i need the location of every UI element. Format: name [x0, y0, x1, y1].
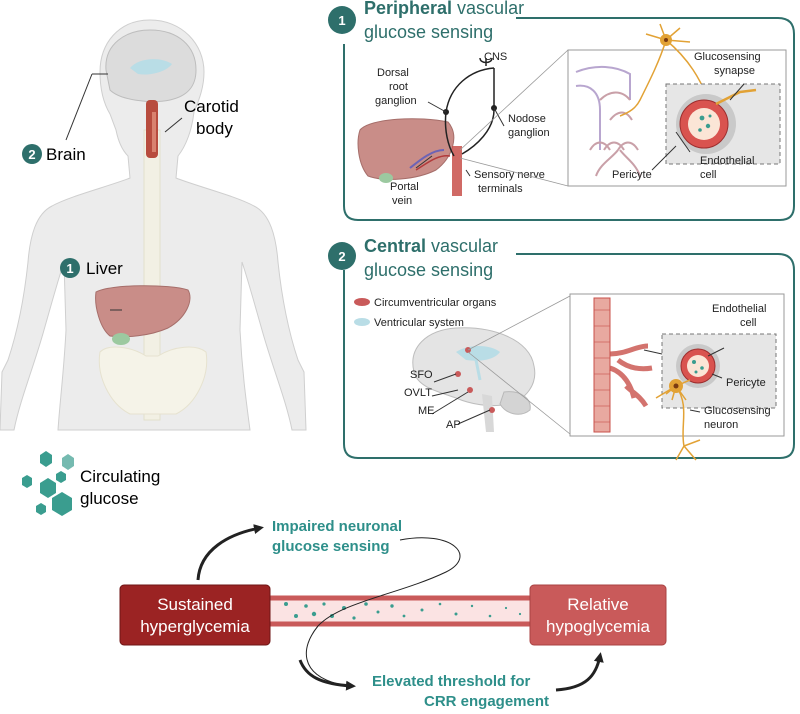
arrow-to-elevated — [298, 659, 356, 691]
thin-connector-line — [305, 537, 461, 685]
legend-cvo-swatch — [354, 298, 370, 306]
liver-label: 1 Liver — [60, 258, 123, 278]
elevated-text-line1: Elevated threshold for — [372, 673, 531, 690]
peripheral-number-badge — [328, 6, 356, 34]
p-endo-label-line1: Endothelial — [700, 155, 754, 167]
pelvis — [98, 346, 208, 415]
central-title-rest: vascular — [426, 236, 498, 256]
brain-number-badge — [22, 144, 42, 164]
liver-number: 1 — [66, 261, 73, 276]
sfo-label: SFO — [410, 369, 433, 381]
central-panel-frame — [343, 253, 795, 459]
drg-label-line2: root — [389, 81, 408, 93]
ovlt-label: OVLT — [404, 387, 432, 399]
central-title-line1: Central vascular — [364, 236, 498, 256]
c-endo-label-line2: cell — [740, 317, 757, 329]
drg-label-line3: ganglion — [375, 95, 417, 107]
human-body-illustration — [0, 19, 307, 431]
cns-label: CNS — [484, 51, 507, 63]
hyperglycemia-flow: Sustained hyperglycemia Relative hypogly… — [119, 518, 667, 710]
peripheral-title-rest: vascular — [452, 0, 524, 18]
impaired-text-line2: glucose sensing — [272, 538, 390, 555]
central-title-bold: Central — [364, 236, 426, 256]
carotid-label: Carotid body — [184, 97, 239, 138]
liver-organ — [95, 285, 191, 338]
brain-label: 2 Brain — [22, 144, 86, 164]
legend-vent-label: Ventricular system — [374, 317, 464, 329]
sensory-label-line1: Sensory nerve — [474, 169, 545, 181]
central-brain — [412, 327, 536, 407]
carotid-text-line2: body — [196, 119, 233, 138]
relative-text-line2: hypoglycemia — [546, 617, 650, 636]
peripheral-liver — [357, 118, 455, 180]
c-endo-label-line1: Endothelial — [712, 303, 766, 315]
sustained-text-line1: Sustained — [157, 595, 233, 614]
sustained-hyperglycemia-box — [119, 584, 271, 646]
circulating-text-line2: glucose — [80, 489, 139, 508]
sustained-text-line2: hyperglycemia — [140, 617, 250, 636]
synapse-label-line2: synapse — [714, 65, 755, 77]
circulating-text-line1: Circulating — [80, 467, 160, 486]
portal-label-line2: vein — [392, 195, 412, 207]
nodose-label-line2: ganglion — [508, 127, 550, 139]
relative-hypoglycemia-box — [529, 584, 667, 646]
peripheral-title-line1: Peripheral vascular — [364, 0, 524, 18]
capillary-bed — [575, 66, 641, 177]
sensory-label-line2: terminals — [478, 183, 523, 195]
legend-cvo-label: Circumventricular organs — [374, 297, 497, 309]
central-vessel — [593, 297, 611, 433]
c-pericyte-label: Pericyte — [726, 377, 766, 389]
legend-vent-swatch — [354, 318, 370, 326]
relative-text-line1: Relative — [567, 595, 628, 614]
peripheral-number: 1 — [338, 13, 345, 28]
arrow-to-impaired — [196, 524, 264, 581]
peripheral-title-line2: glucose sensing — [364, 22, 493, 42]
liver-text: Liver — [86, 259, 123, 278]
central-panel: 2 Central vascular glucose sensing Circu… — [328, 236, 795, 461]
liver-number-badge — [60, 258, 80, 278]
peripheral-title-bold: Peripheral — [364, 0, 452, 18]
elevated-text-line2: CRR engagement — [424, 693, 549, 710]
portal-label-line1: Portal — [390, 181, 419, 193]
brain-ventricle — [130, 59, 172, 75]
portal-vessel — [452, 146, 462, 196]
central-title-line2: glucose sensing — [364, 260, 493, 280]
ap-label: AP — [446, 419, 461, 431]
arrow-to-relative — [555, 652, 604, 692]
glucose-hexagons — [22, 451, 74, 516]
p-pericyte-label: Pericyte — [612, 169, 652, 181]
peripheral-panel-frame — [343, 17, 795, 221]
brain-text: Brain — [46, 145, 86, 164]
nodose-label-line1: Nodose — [508, 113, 546, 125]
me-label: ME — [418, 405, 435, 417]
peripheral-panel: 1 Peripheral vascular glucose sensing CN… — [328, 0, 795, 221]
neuron-label-line1: Glucosensing — [704, 405, 771, 417]
p-endo-label-line2: cell — [700, 169, 717, 181]
neuron-label-line2: neuron — [704, 419, 738, 431]
carotid-text-line1: Carotid — [184, 97, 239, 116]
central-number-badge — [328, 242, 356, 270]
brain-number: 2 — [28, 147, 35, 162]
glucose-tube — [263, 595, 539, 627]
impaired-text-line1: Impaired neuronal — [272, 518, 402, 535]
synapse-label-line1: Glucosensing — [694, 51, 761, 63]
drg-label-line1: Dorsal — [377, 67, 409, 79]
central-number: 2 — [338, 249, 345, 264]
